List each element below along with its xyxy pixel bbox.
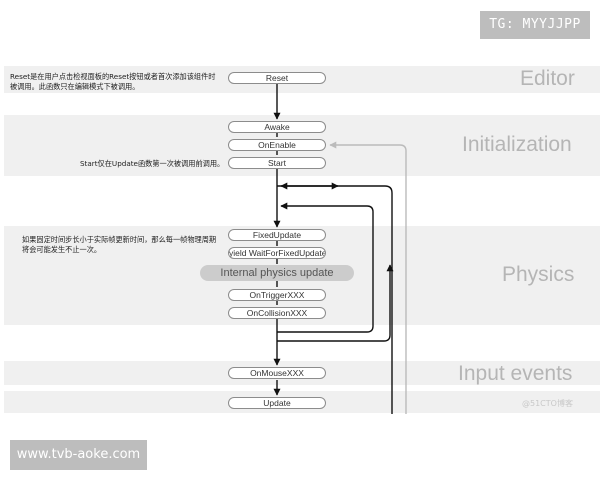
node-reset: Reset [228,72,326,84]
watermark-credit: @51CTO博客 [522,399,573,408]
node-onenable: OnEnable [228,139,326,151]
section-label-input-events: Input events [458,362,573,385]
onenable-loop [329,141,407,414]
note-physics-line1: 如果固定时间步长小于实际帧更新时间，那么每一帧物理周期 [22,235,217,244]
node-yield-waitforfixedupdate: yield WaitForFixedUpdate [228,247,326,259]
node-awake: Awake [228,121,326,133]
frame-loop [280,182,393,414]
node-fixedupdate: FixedUpdate [228,229,326,241]
note-reset-line2: 被调用。此函数只在编辑模式下被调用。 [10,82,140,91]
note-physics-line2: 将会可能发生不止一次。 [22,245,102,254]
node-update: Update [228,397,326,409]
physics-loop-inner [277,202,374,333]
node-ontriggerxxx: OnTriggerXXX [228,289,326,301]
node-onmousexxx: OnMouseXXX [228,367,326,379]
section-label-physics: Physics [502,263,575,286]
watermark-bottom: www.tvb-aoke.com [10,440,147,470]
node-internal-physics-update: Internal physics update [200,265,354,281]
physics-loop-outer [277,264,394,342]
section-label-initialization: Initialization [462,133,572,156]
node-oncollisionxxx: OnCollisionXXX [228,307,326,319]
note-reset-line1: Reset是在用户点击检视面板的Reset按钮或者首次添加该组件时 [10,72,216,81]
watermark-top: TG: MYYJJPP [480,11,590,39]
section-label-editor: Editor [520,67,575,90]
node-start: Start [228,157,326,169]
note-start: Start仅在Update函数第一次被调用前调用。 [80,159,225,168]
